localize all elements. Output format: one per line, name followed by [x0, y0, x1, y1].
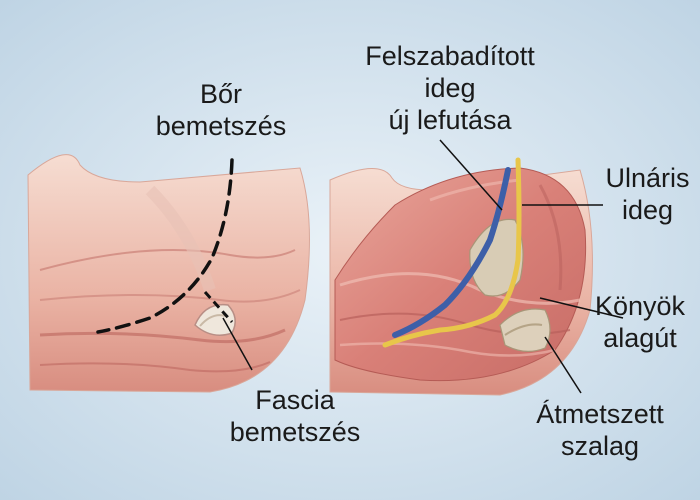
cut-ligament-label: Átmetszett szalag	[536, 399, 664, 461]
skin-incision-label: Bőr bemetszés	[155, 79, 287, 141]
fascia-incision-label: Fascia bemetszés	[229, 385, 361, 447]
ulnar-nerve	[382, 157, 522, 348]
rerouted-nerve	[392, 167, 511, 338]
left-elbow-skin-view	[27, 154, 310, 393]
skin-incision-line	[96, 158, 234, 334]
right-elbow-surgical-view	[329, 139, 624, 396]
ulnar-nerve-label: Ulnáris ideg	[605, 163, 690, 225]
released-nerve-label: Felszabadított ideg új lefutása	[365, 41, 535, 135]
cubital-tunnel-label: Könyök alagút	[594, 291, 686, 353]
